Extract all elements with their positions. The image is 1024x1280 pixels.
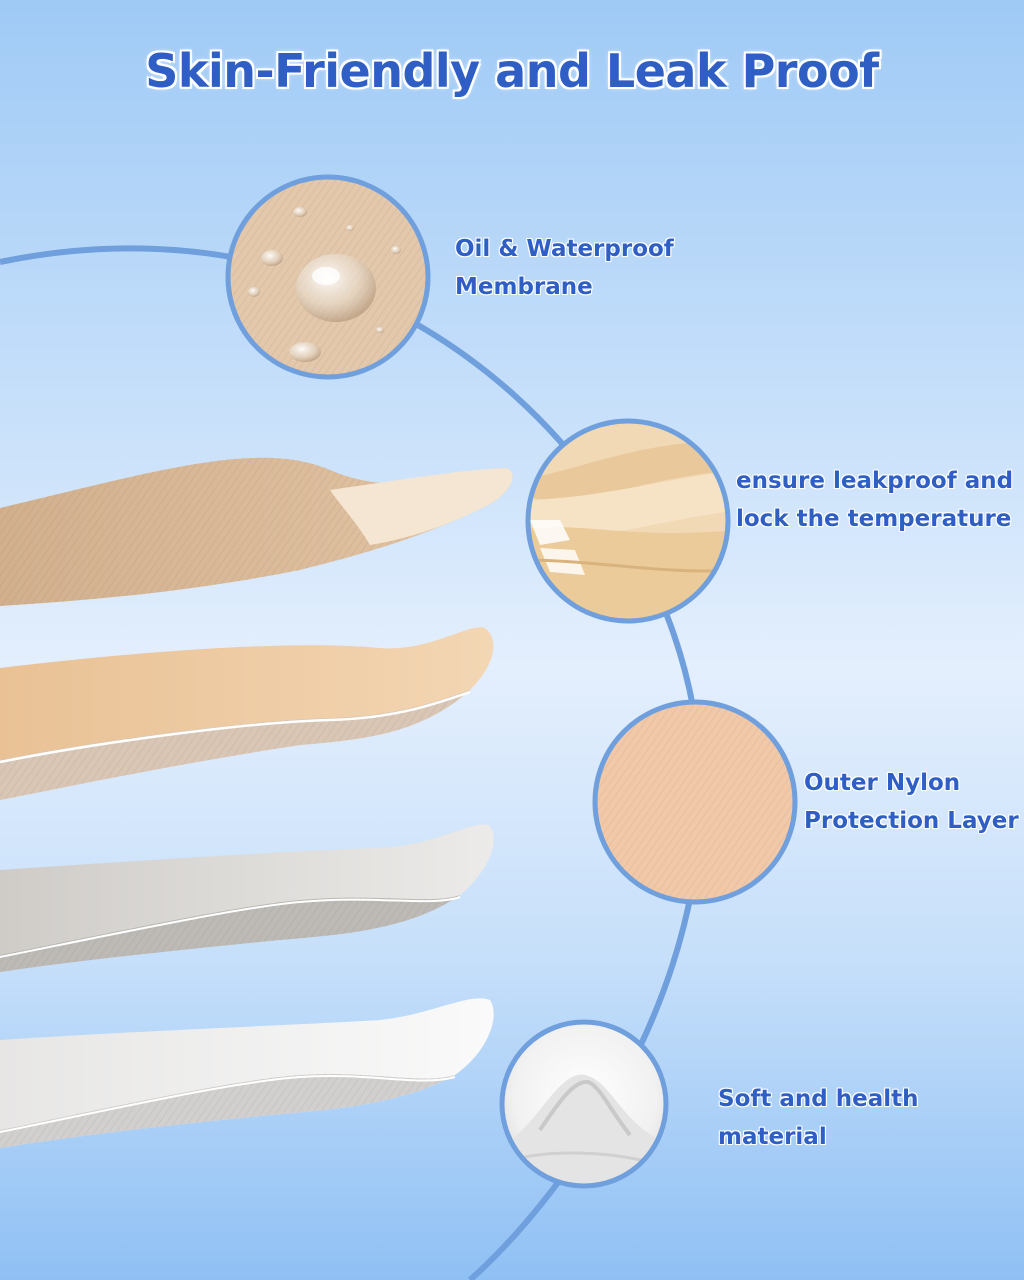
feature-label-nylon: Outer Nylon Protection Layer — [804, 764, 1019, 840]
feature-label-waterproof: Oil & Waterproof Membrane — [455, 230, 674, 306]
feature-label-line: ensure leakproof and — [736, 468, 1014, 494]
layer-sheet-white — [0, 998, 494, 1148]
feature-label-line: Outer Nylon — [804, 770, 961, 796]
layer-sheet-gray — [0, 824, 494, 972]
feature-label-leakproof: ensure leakproof and lock the temperatur… — [736, 462, 1013, 538]
nylon-fabric-icon — [592, 699, 798, 905]
feature-label-line: lock the temperature — [736, 506, 1012, 532]
soft-cloth-icon — [499, 1019, 669, 1189]
feature-label-soft: Soft and health material — [718, 1080, 919, 1156]
feature-label-line: Oil & Waterproof — [455, 236, 674, 262]
layer-sheet-tan — [0, 457, 513, 606]
layered-membrane-icon — [525, 418, 731, 624]
feature-label-line: material — [718, 1124, 827, 1150]
layer-sheet-peach — [0, 627, 494, 800]
feature-label-line: Membrane — [455, 274, 593, 300]
feature-label-line: Protection Layer — [804, 808, 1019, 834]
page-title: Skin-Friendly and Leak Proof — [145, 44, 879, 98]
feature-label-line: Soft and health — [718, 1086, 919, 1112]
water-droplet-fabric-icon — [225, 174, 431, 380]
